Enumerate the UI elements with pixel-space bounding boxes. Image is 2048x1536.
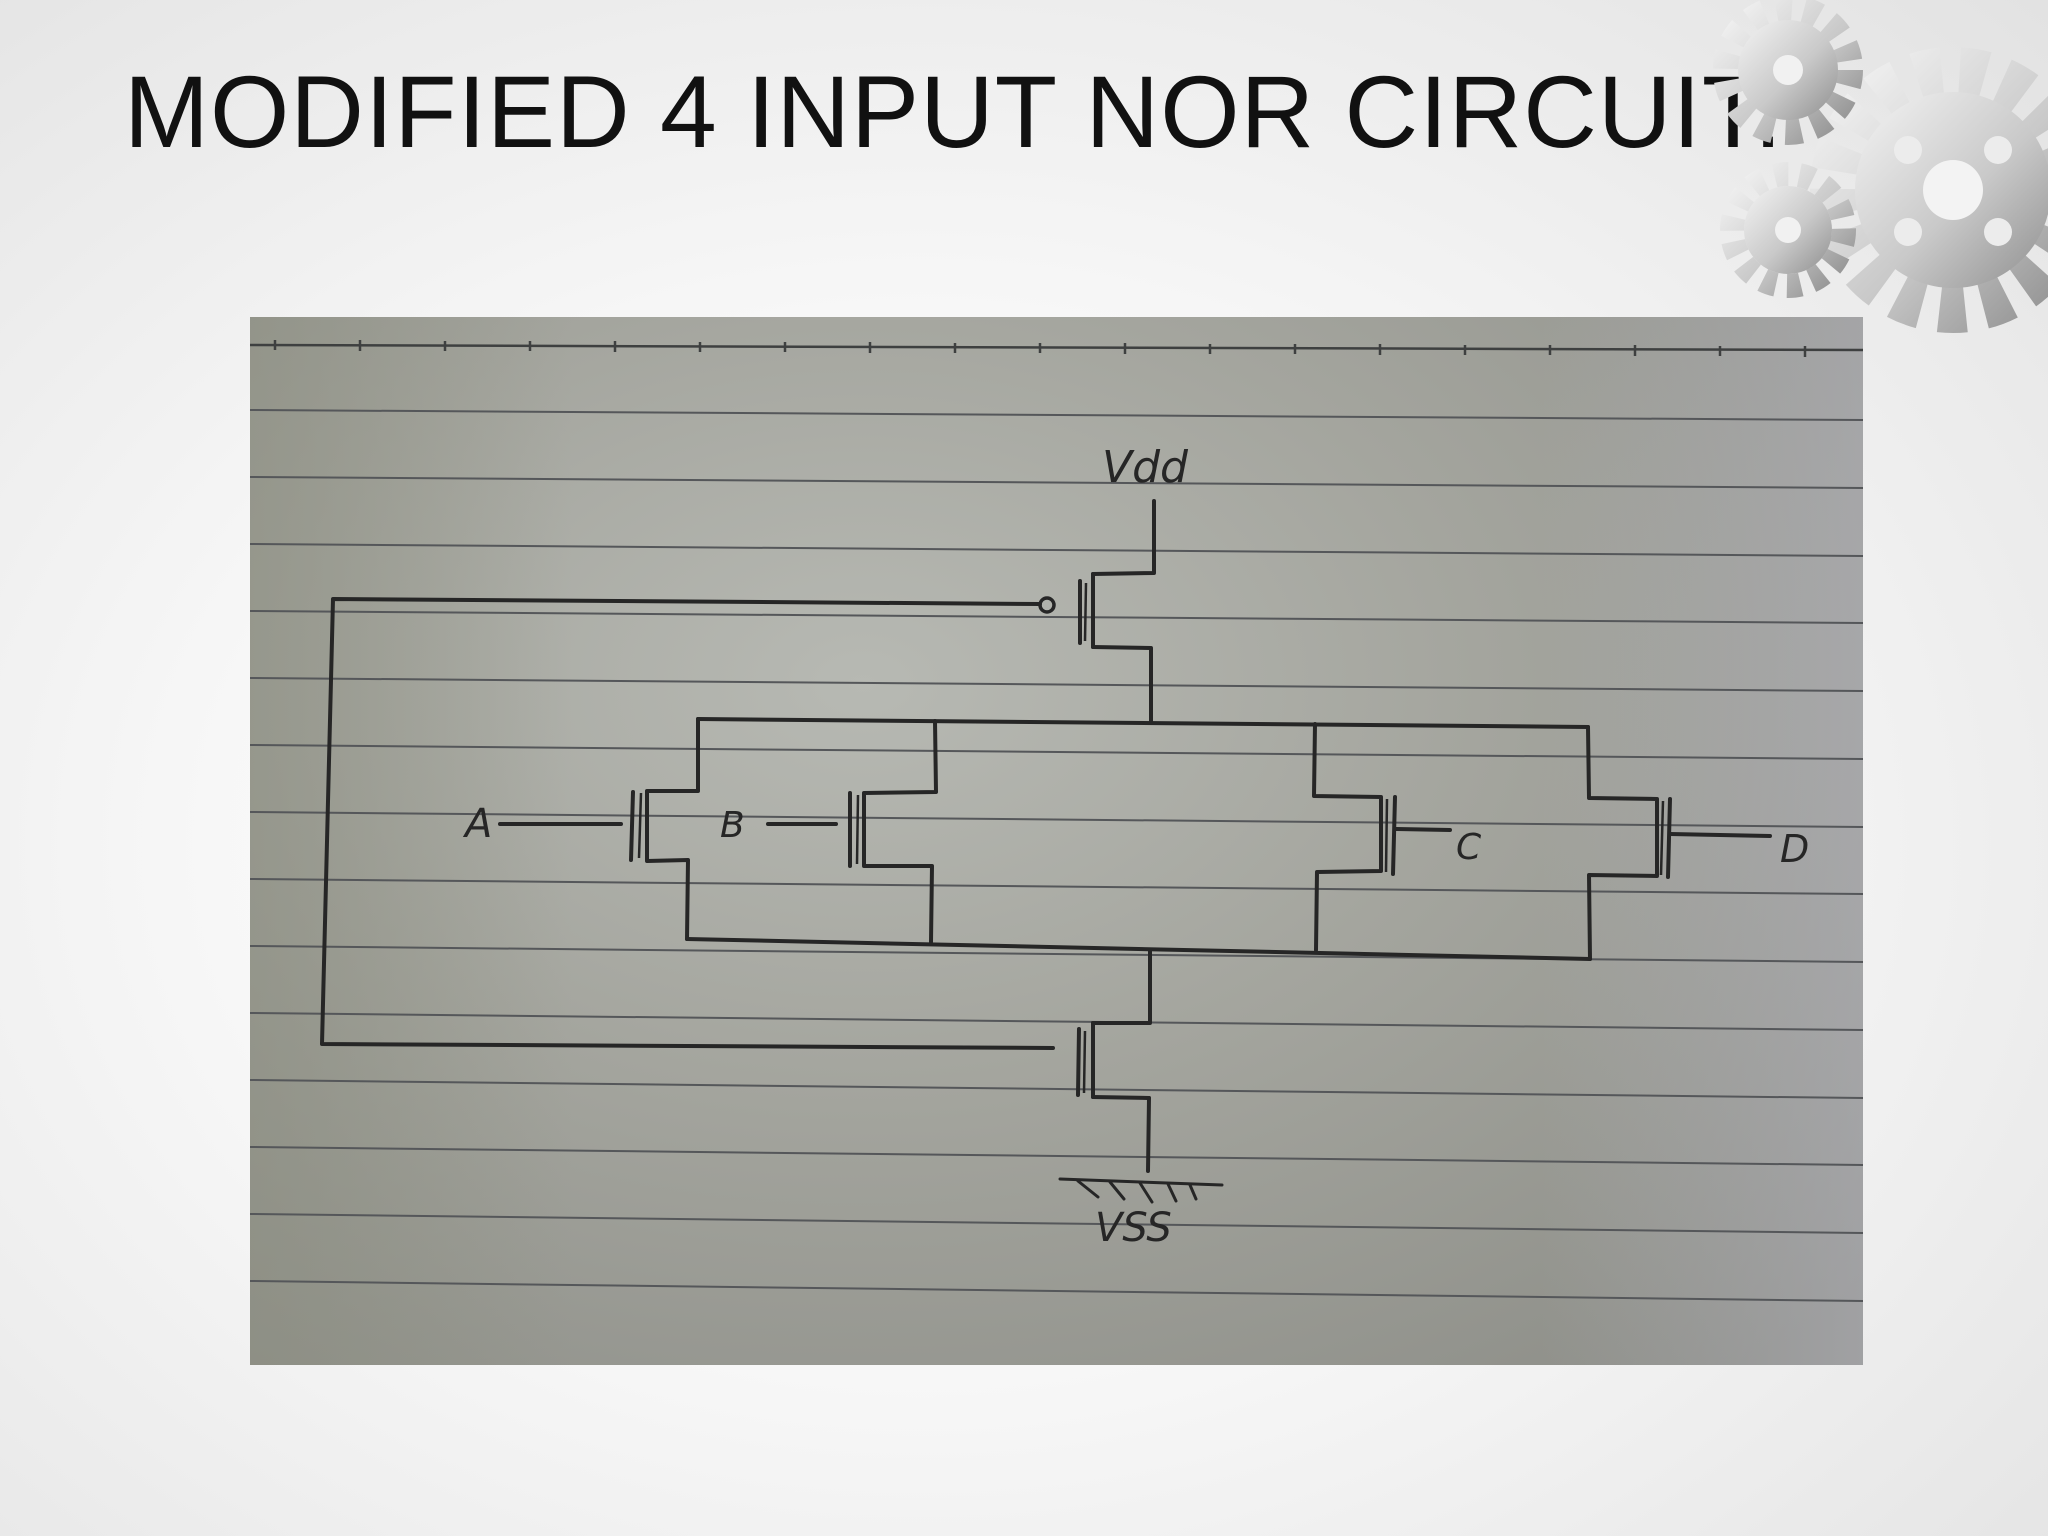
ruled-lines: [250, 343, 1863, 1302]
handwritten-labels: Vdd A B C D VSS: [462, 442, 1809, 1251]
output-wire: [1091, 948, 1152, 1025]
nmos-transistor-c: [1312, 722, 1452, 952]
gear-large-icon: [1810, 47, 2048, 333]
vss-wire: [1146, 1096, 1151, 1173]
vdd-wire: [1091, 499, 1156, 576]
nmos-transistor-a: [498, 717, 700, 941]
gear-mid-icon: [1720, 162, 1856, 298]
circuit-wiring: [320, 499, 1772, 1173]
gate-plates: [637, 582, 1665, 1094]
ruler-ticks: [273, 340, 1807, 357]
input-d-label: D: [1780, 827, 1809, 871]
feedback-wire: [320, 597, 1055, 1050]
gears-icon: [1713, 0, 2048, 333]
top-node-wire: [696, 717, 1590, 729]
vss-label: VSS: [1095, 1205, 1172, 1251]
nor-circuit-diagram: Vdd A B C D VSS: [250, 317, 1863, 1365]
schematic-photo: Vdd A B C D VSS: [250, 317, 1863, 1365]
ground-icon: [1058, 1177, 1224, 1204]
gear-small-icon: [1713, 0, 1863, 145]
nmos-transistor-d: [1586, 725, 1772, 961]
input-c-label: C: [1456, 827, 1482, 868]
bottom-node-wire: [685, 937, 1592, 961]
input-a-label: A: [462, 801, 492, 847]
nmos-transistor-b: [766, 719, 938, 944]
vdd-label: Vdd: [1102, 442, 1189, 493]
slide-title: MODIFIED 4 INPUT NOR CIRCUIT:: [124, 55, 1784, 169]
input-b-label: B: [720, 805, 745, 846]
nmos-feedback-transistor: [1076, 1021, 1151, 1100]
